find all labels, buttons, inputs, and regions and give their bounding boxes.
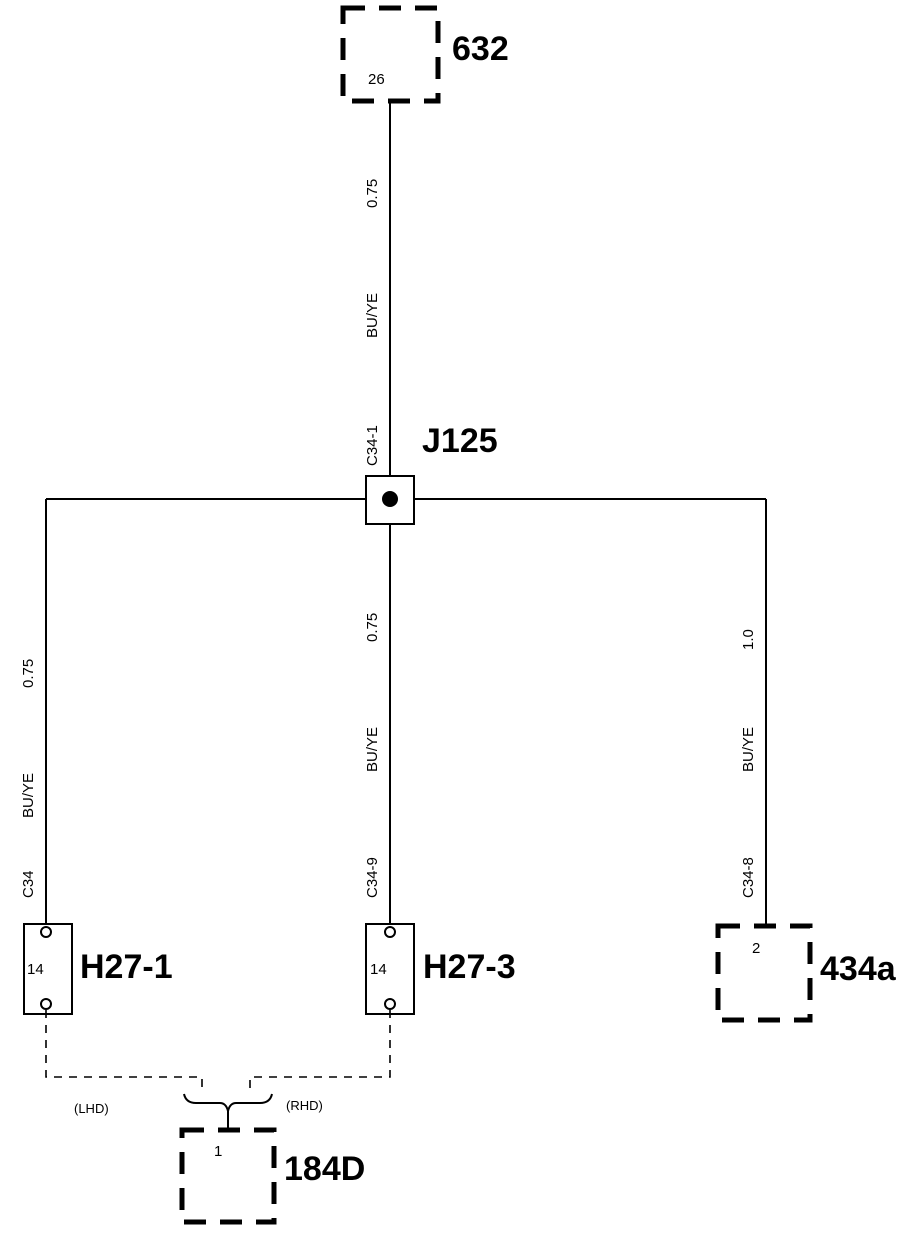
wire-top-connector: C34-1 <box>364 425 381 466</box>
option-rhd-label: (RHD) <box>286 1098 323 1113</box>
wire-right-connector: C34-8 <box>740 857 757 898</box>
wire-left-connector: C34 <box>20 870 37 898</box>
wire-middle-connector: C34-9 <box>364 857 381 898</box>
component-434a-label: 434a <box>820 950 897 988</box>
splice-j125-label: J125 <box>422 422 498 460</box>
wire-top-gauge: 0.75 <box>364 179 381 208</box>
wire-top-color: BU/YE <box>364 293 381 338</box>
component-h27-3-pin: 14 <box>370 961 387 978</box>
splice-j125-dot <box>382 491 398 507</box>
wire-left-gauge: 0.75 <box>20 659 37 688</box>
component-h27-1-pin: 14 <box>27 961 44 978</box>
wire-middle-gauge: 0.75 <box>364 613 381 642</box>
component-184d-pin: 1 <box>214 1143 222 1160</box>
wire-right-gauge: 1.0 <box>740 629 757 650</box>
dashed-wire-rhd[interactable] <box>249 1010 391 1092</box>
component-632-box[interactable] <box>340 5 441 104</box>
component-h27-1-label: H27-1 <box>80 948 173 986</box>
component-184d-box[interactable] <box>179 1127 277 1225</box>
component-184d-label: 184D <box>284 1150 365 1188</box>
wire-right-color: BU/YE <box>740 727 757 772</box>
component-632-label: 632 <box>452 30 509 68</box>
wire-left-color: BU/YE <box>20 773 37 818</box>
component-h27-3-label: H27-3 <box>423 948 516 986</box>
component-h27-3-terminal-bottom <box>384 998 396 1010</box>
component-h27-1-terminal-top <box>40 926 52 938</box>
option-lhd-label: (LHD) <box>74 1101 109 1116</box>
wire-middle-color: BU/YE <box>364 727 381 772</box>
component-h27-1-terminal-bottom <box>40 998 52 1010</box>
component-434a-pin: 2 <box>752 940 760 957</box>
component-632-pin: 26 <box>368 71 385 88</box>
dashed-wire-lhd[interactable] <box>45 1010 203 1092</box>
component-434a-box[interactable] <box>715 923 813 1023</box>
option-brace <box>183 1093 273 1112</box>
component-h27-3-terminal-top <box>384 926 396 938</box>
